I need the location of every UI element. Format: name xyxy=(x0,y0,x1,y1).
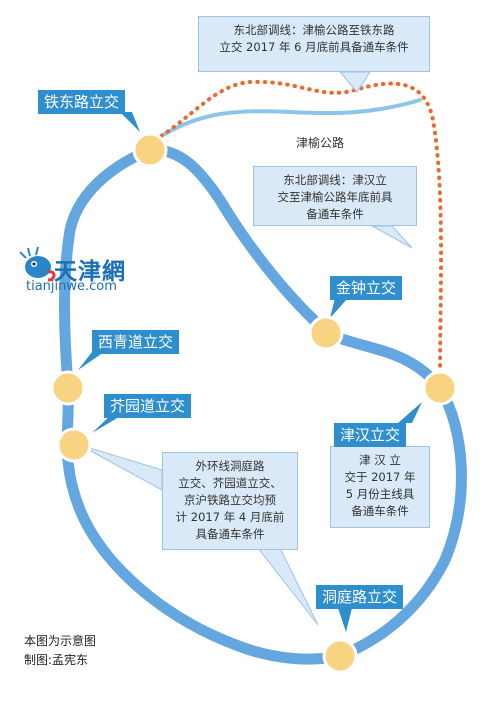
node-jinzhong[interactable] xyxy=(308,315,344,351)
map-credit: 制图:孟宪东 xyxy=(24,653,89,667)
map-footer: 本图为示意图 制图:孟宪东 xyxy=(24,632,96,670)
note-line: 备通车条件 xyxy=(306,207,364,221)
note-line: 备通车条件 xyxy=(351,504,409,518)
jinyu-road-label: 津榆公路 xyxy=(296,136,345,150)
note-line: 立交、芥园道立交、 xyxy=(178,476,282,490)
node-jinhan[interactable] xyxy=(422,370,458,406)
outer-ring-note-pointer xyxy=(79,444,163,491)
dongtinglu-pointer xyxy=(338,608,352,632)
label-xiqingdao[interactable]: 西青道立交 xyxy=(92,330,180,354)
node-tiedong[interactable] xyxy=(132,132,168,168)
jieyuandao-pointer xyxy=(92,414,124,433)
label-jinzhong[interactable]: 金钟立交 xyxy=(330,276,403,300)
top-note-pointer xyxy=(338,71,371,93)
note-line: 立交 2017 年 6 月底前具备通车条件 xyxy=(219,40,409,54)
logo-title: 天津網 xyxy=(54,258,126,285)
label-jieyuandao[interactable]: 芥园道立交 xyxy=(104,394,192,418)
seahorse-logo-icon xyxy=(19,246,56,282)
outer-ring-note: 外环线洞庭路 立交、芥园道立交、 京沪铁路立交均预 计 2017 年 4 月底前… xyxy=(162,452,298,550)
jinzhong-pointer xyxy=(330,298,348,318)
jinyu-road xyxy=(153,98,422,142)
node-jieyuandao[interactable] xyxy=(56,427,92,463)
note-line: 交于 2017 年 xyxy=(344,470,416,484)
schematic-note: 本图为示意图 xyxy=(24,634,97,648)
logo-url: tianjinwe.com xyxy=(26,279,117,294)
outer-ring-note-pointer-2 xyxy=(256,547,319,626)
label-dongtinglu[interactable]: 洞庭路立交 xyxy=(316,585,404,609)
note-line: 计 2017 年 4 月底前 xyxy=(175,510,285,524)
label-jinhan[interactable]: 津汉立交 xyxy=(334,423,407,447)
note-line: 东北部调线：津榆公路至铁东路 xyxy=(233,23,395,37)
node-xiqingdao[interactable] xyxy=(50,370,86,406)
right-note-pointer xyxy=(371,225,413,249)
note-line: 东北部调线：津汉立 xyxy=(283,173,387,187)
jinhan-pointer xyxy=(398,402,422,423)
note-line: 5 月份主线具 xyxy=(345,487,415,501)
note-line: 京沪铁路立交均预 xyxy=(184,493,276,507)
tiedong-pointer xyxy=(120,112,140,132)
note-line: 交至津榆公路年底前具 xyxy=(277,190,393,204)
jinhan-note: 津 汉 立 交于 2017 年 5 月份主线具 备通车条件 xyxy=(330,446,430,528)
note-line: 外环线洞庭路 xyxy=(195,459,265,473)
node-dongtinglu[interactable] xyxy=(322,638,358,674)
label-tiedong[interactable]: 铁东路立交 xyxy=(38,90,126,114)
northeast-adjustment-note-right: 东北部调线：津汉立 交至津榆公路年底前具 备通车条件 xyxy=(253,166,417,226)
note-line: 津 汉 立 xyxy=(359,453,401,467)
northeast-adjustment-note-top: 东北部调线：津榆公路至铁东路 立交 2017 年 6 月底前具备通车条件 xyxy=(198,16,430,72)
planned-adjustment-line xyxy=(153,79,444,387)
xiqingdao-pointer xyxy=(78,352,104,370)
note-line: 具备通车条件 xyxy=(195,527,265,541)
